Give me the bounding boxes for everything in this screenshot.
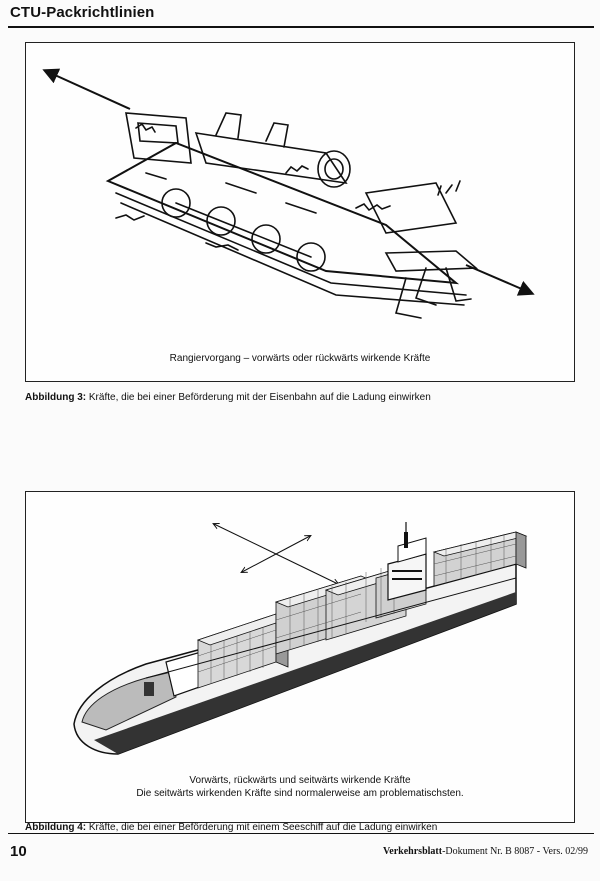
force-arrows bbox=[214, 524, 338, 584]
container-ship-illustration: Vorwärts, rückwärts und seitwärts wirken… bbox=[73, 522, 528, 799]
figure-3-inner-caption: Rangiervorgang – vorwärts oder rückwärts… bbox=[170, 353, 431, 364]
figure-4-inner-caption-line1: Vorwärts, rückwärts und seitwärts wirken… bbox=[189, 775, 411, 786]
locomotive-illustration: Rangiervorgang – vorwärts oder rückwärts… bbox=[42, 68, 535, 364]
figure-4-frame: Vorwärts, rückwärts und seitwärts wirken… bbox=[25, 491, 575, 823]
figure-4-caption-text: Kräfte, die bei einer Beförderung mit ei… bbox=[88, 822, 438, 833]
header-divider bbox=[8, 26, 594, 28]
figure-3-caption-text: Kräfte, die bei einer Beförderung mit de… bbox=[88, 392, 431, 403]
footer-document-reference: Verkehrsblatt-Dokument Nr. B 8087 - Vers… bbox=[383, 846, 588, 857]
footer-doc-ref: -Dokument Nr. B 8087 - Vers. 02/99 bbox=[442, 846, 588, 857]
page-title: CTU-Packrichtlinien bbox=[10, 4, 155, 21]
figure-3-label: Abbildung 3: bbox=[25, 392, 87, 403]
page-number: 10 bbox=[10, 843, 27, 860]
figure-4-caption: Abbildung 4: Kräfte, die bei einer Beför… bbox=[25, 822, 437, 833]
figure-3-caption: Abbildung 3: Kräfte, die bei einer Beför… bbox=[25, 392, 431, 403]
footer-divider bbox=[8, 833, 594, 834]
footer-doc-name: Verkehrsblatt bbox=[383, 846, 443, 857]
figure-4-label: Abbildung 4: bbox=[25, 822, 87, 833]
figure-4-inner-caption-line2: Die seitwärts wirkenden Kräfte sind norm… bbox=[136, 788, 463, 799]
figure-3-frame: Rangiervorgang – vorwärts oder rückwärts… bbox=[25, 42, 575, 382]
